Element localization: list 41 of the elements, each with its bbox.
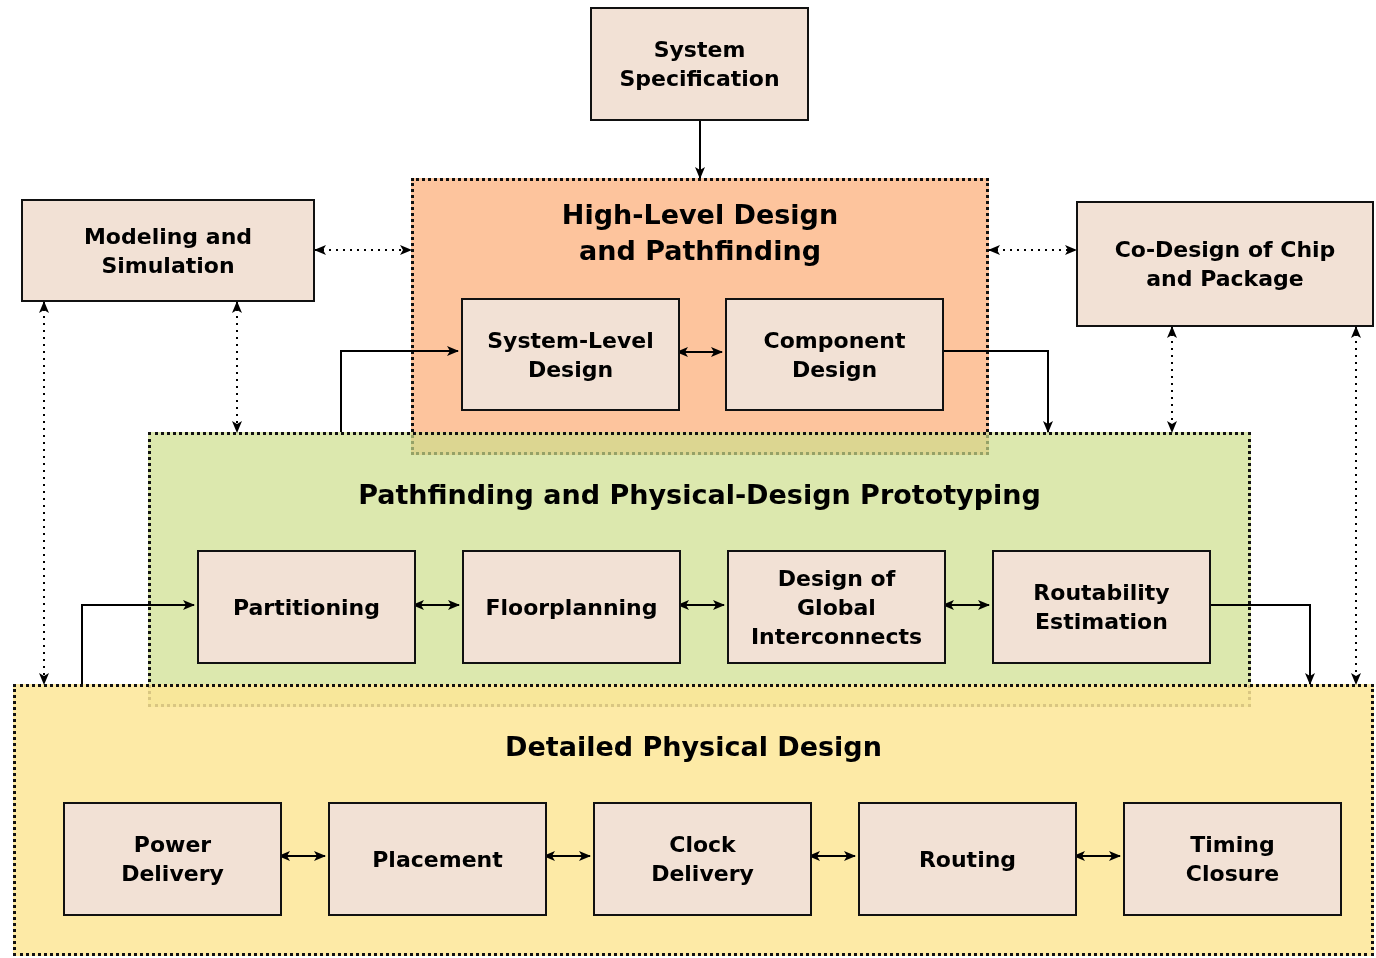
- box-label: Modeling and Simulation: [82, 222, 254, 280]
- group-region: [13, 684, 1374, 956]
- arrow: [232, 301, 242, 433]
- arrow: [314, 245, 412, 255]
- process-box: [593, 802, 812, 916]
- box-label: Routability Estimation: [1032, 579, 1171, 636]
- arrow: [695, 120, 705, 179]
- arrow: [340, 346, 459, 433]
- box-label: Timing Closure: [1184, 831, 1281, 888]
- box-label: Partitioning: [231, 593, 382, 622]
- box-label: Routing: [917, 845, 1018, 874]
- arrow: [81, 600, 195, 685]
- process-box: [1076, 201, 1374, 327]
- arrow: [1167, 326, 1177, 433]
- process-box: [462, 550, 681, 664]
- region-title: Detailed Physical Design: [504, 730, 883, 764]
- process-box: [590, 7, 809, 121]
- process-box: [992, 550, 1211, 664]
- box-label: System Specification: [618, 36, 781, 93]
- box-label: Co-Design of Chip and Package: [1113, 236, 1337, 293]
- process-box: [328, 802, 547, 916]
- region-title: Pathfinding and Physical-Design Prototyping: [357, 478, 1042, 512]
- process-box: [727, 550, 946, 664]
- region-title: High-Level Design and Pathfinding: [560, 198, 840, 268]
- process-box: [21, 199, 315, 302]
- process-box: [1123, 802, 1342, 916]
- process-box: [725, 298, 944, 411]
- box-label: Placement: [371, 845, 504, 874]
- box-label: Design of Global Interconnects: [749, 564, 924, 651]
- box-label: Clock Delivery: [650, 831, 755, 888]
- process-box: [197, 550, 416, 664]
- arrow: [39, 301, 49, 685]
- arrow: [988, 245, 1077, 255]
- box-label: System-Level Design: [486, 326, 655, 384]
- process-box: [461, 298, 680, 411]
- box-label: Power Delivery: [120, 831, 225, 888]
- process-box: [63, 802, 282, 916]
- box-label: Component Design: [762, 326, 907, 384]
- box-label: Floorplanning: [484, 593, 659, 622]
- arrow: [1351, 326, 1361, 685]
- process-box: [858, 802, 1077, 916]
